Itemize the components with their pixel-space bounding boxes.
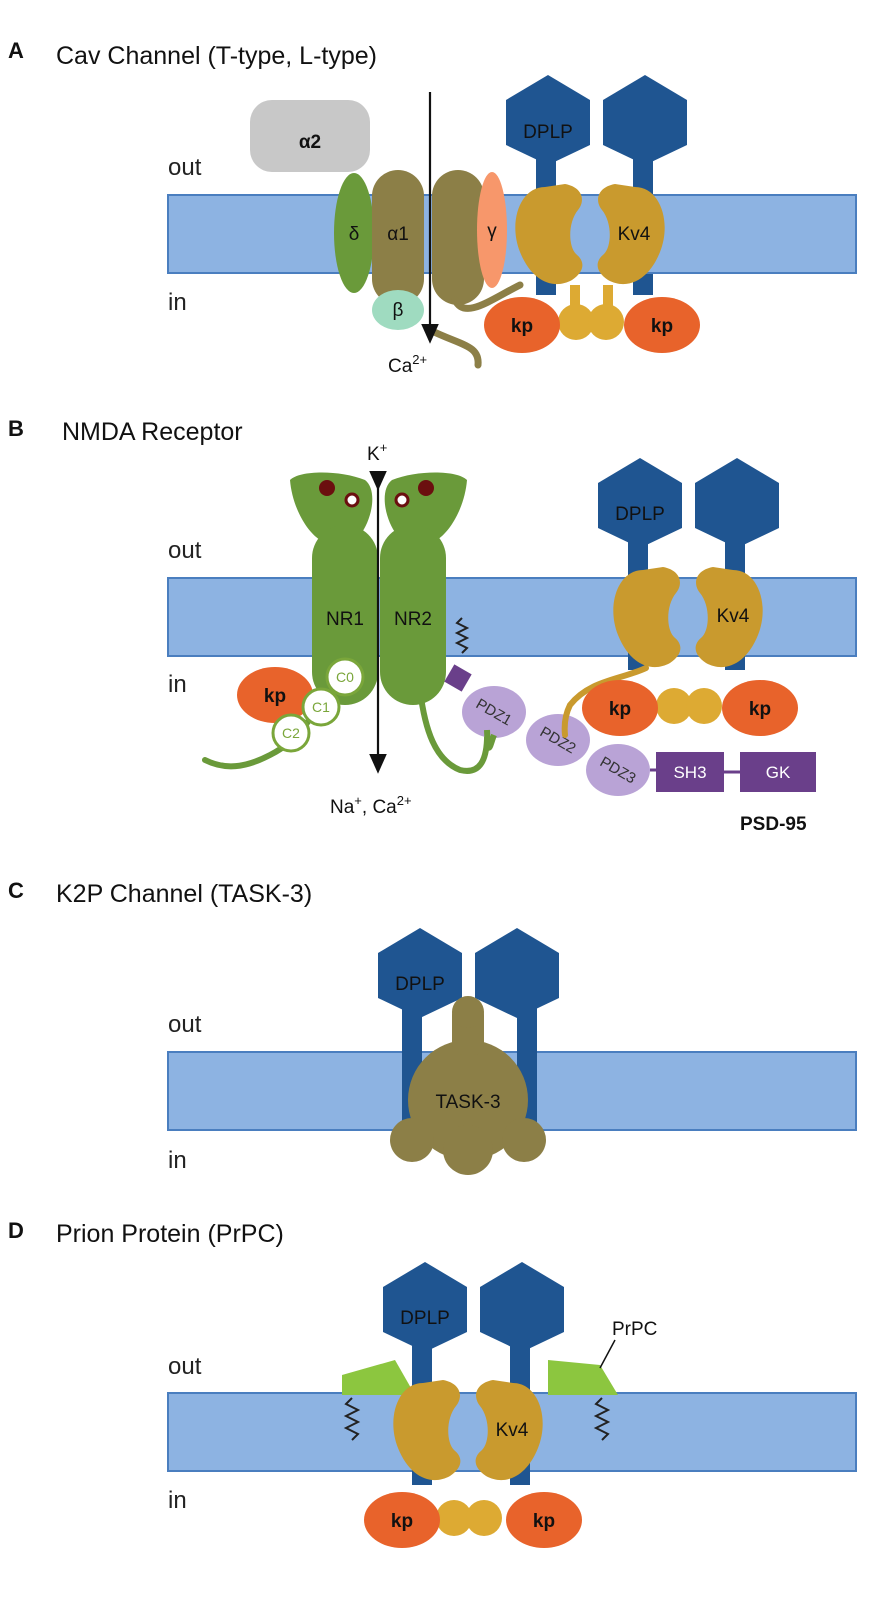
in-label-b: in: [168, 671, 187, 698]
kp-nmda-label: kp: [264, 686, 286, 707]
panel-b-label: B: [8, 416, 24, 441]
kp-left-a: [484, 297, 560, 353]
alpha1-left: [372, 170, 424, 305]
dplp-label-c: DPLP: [395, 974, 445, 995]
panel-b: B NMDA Receptor out in NR1 NR2 K+ Na+, C…: [8, 416, 857, 835]
kp-left-label-b: kp: [609, 699, 631, 720]
kp-left-d: [364, 1492, 440, 1548]
out-label-b: out: [168, 537, 202, 564]
panel-c: C K2P Channel (TASK-3) out in DPLP TASK-…: [8, 878, 857, 1175]
c1-label: C1: [312, 699, 330, 715]
in-label-c: in: [168, 1147, 187, 1174]
panel-d-label: D: [8, 1218, 24, 1243]
sh3-label: SH3: [673, 763, 706, 782]
task3-label: TASK-3: [435, 1092, 500, 1113]
out-label-a: out: [168, 154, 202, 181]
nr1-label: NR1: [326, 609, 364, 630]
kv4-label-a: Kv4: [618, 224, 651, 245]
in-label-d: in: [168, 1487, 187, 1514]
kp-left-b: [582, 680, 658, 736]
panel-a: A Cav Channel (T-type, L-type) α2 DPLP o…: [8, 38, 857, 377]
ca-label-a: Ca2+: [388, 352, 427, 377]
nr2-label: NR2: [394, 609, 432, 630]
nmda-receptor: [290, 472, 467, 705]
gamma-subunit: [477, 172, 507, 288]
kp-right-label-a: kp: [651, 316, 673, 337]
kp-nmda: [237, 667, 313, 723]
prpc-label: PrPC: [612, 1319, 657, 1340]
dplp-dimer-b: DPLP: [598, 458, 779, 670]
out-label-c: out: [168, 1011, 202, 1038]
delta-label: δ: [349, 224, 360, 245]
kv4-label-d: Kv4: [496, 1420, 529, 1441]
alpha1-right: [432, 170, 484, 305]
na-ca-label-b: Na+, Ca2+: [330, 793, 412, 818]
panel-d: D Prion Protein (PrPC) out in PrPC DPLP …: [8, 1218, 857, 1548]
kp-left-label-d: kp: [391, 1511, 413, 1532]
beta-label: β: [393, 300, 404, 321]
c0-label: C0: [336, 669, 354, 685]
kp-right-a: [624, 297, 700, 353]
dplp-label-b: DPLP: [615, 504, 665, 525]
c2-label: C2: [282, 725, 300, 741]
kv4-label-b: Kv4: [717, 606, 750, 627]
beta-subunit: [372, 290, 424, 330]
prpc-right: [548, 1360, 618, 1395]
delta-subunit: [334, 173, 374, 293]
out-label-d: out: [168, 1353, 202, 1380]
c2-cassette: [271, 713, 311, 753]
gamma-label: γ: [487, 221, 497, 242]
prpc-left: [342, 1360, 415, 1395]
kp-right-d: [506, 1492, 582, 1548]
c1-cassette: [301, 687, 341, 727]
alpha2-subunit: [250, 100, 370, 172]
alpha1-label: α1: [387, 224, 409, 245]
psd95-nterm: [444, 664, 472, 692]
c0-cassette: [325, 657, 365, 697]
psd95-label: PSD-95: [740, 814, 807, 835]
panel-a-title: Cav Channel (T-type, L-type): [56, 42, 377, 70]
panel-a-label: A: [8, 38, 24, 63]
task3-channel: [390, 996, 546, 1175]
dplp-label-a: DPLP: [523, 122, 573, 143]
panel-c-title: K2P Channel (TASK-3): [56, 880, 312, 908]
psd95: PDZ1 PDZ2 PDZ3 SH3 GK: [462, 686, 816, 796]
k-label-b: K+: [367, 440, 387, 465]
kp-right-label-d: kp: [533, 1511, 555, 1532]
panel-d-title: Prion Protein (PrPC): [56, 1220, 284, 1248]
gk-label: GK: [766, 763, 791, 782]
membrane-a: [167, 194, 857, 274]
in-label-a: in: [168, 289, 187, 316]
dplp-label-d: DPLP: [400, 1308, 450, 1329]
panel-b-title: NMDA Receptor: [62, 418, 243, 446]
kp-left-label-a: kp: [511, 316, 533, 337]
panel-c-label: C: [8, 878, 24, 903]
kp-right-b: [722, 680, 798, 736]
alpha2-label: α2: [299, 132, 321, 153]
kp-right-label-b: kp: [749, 699, 771, 720]
